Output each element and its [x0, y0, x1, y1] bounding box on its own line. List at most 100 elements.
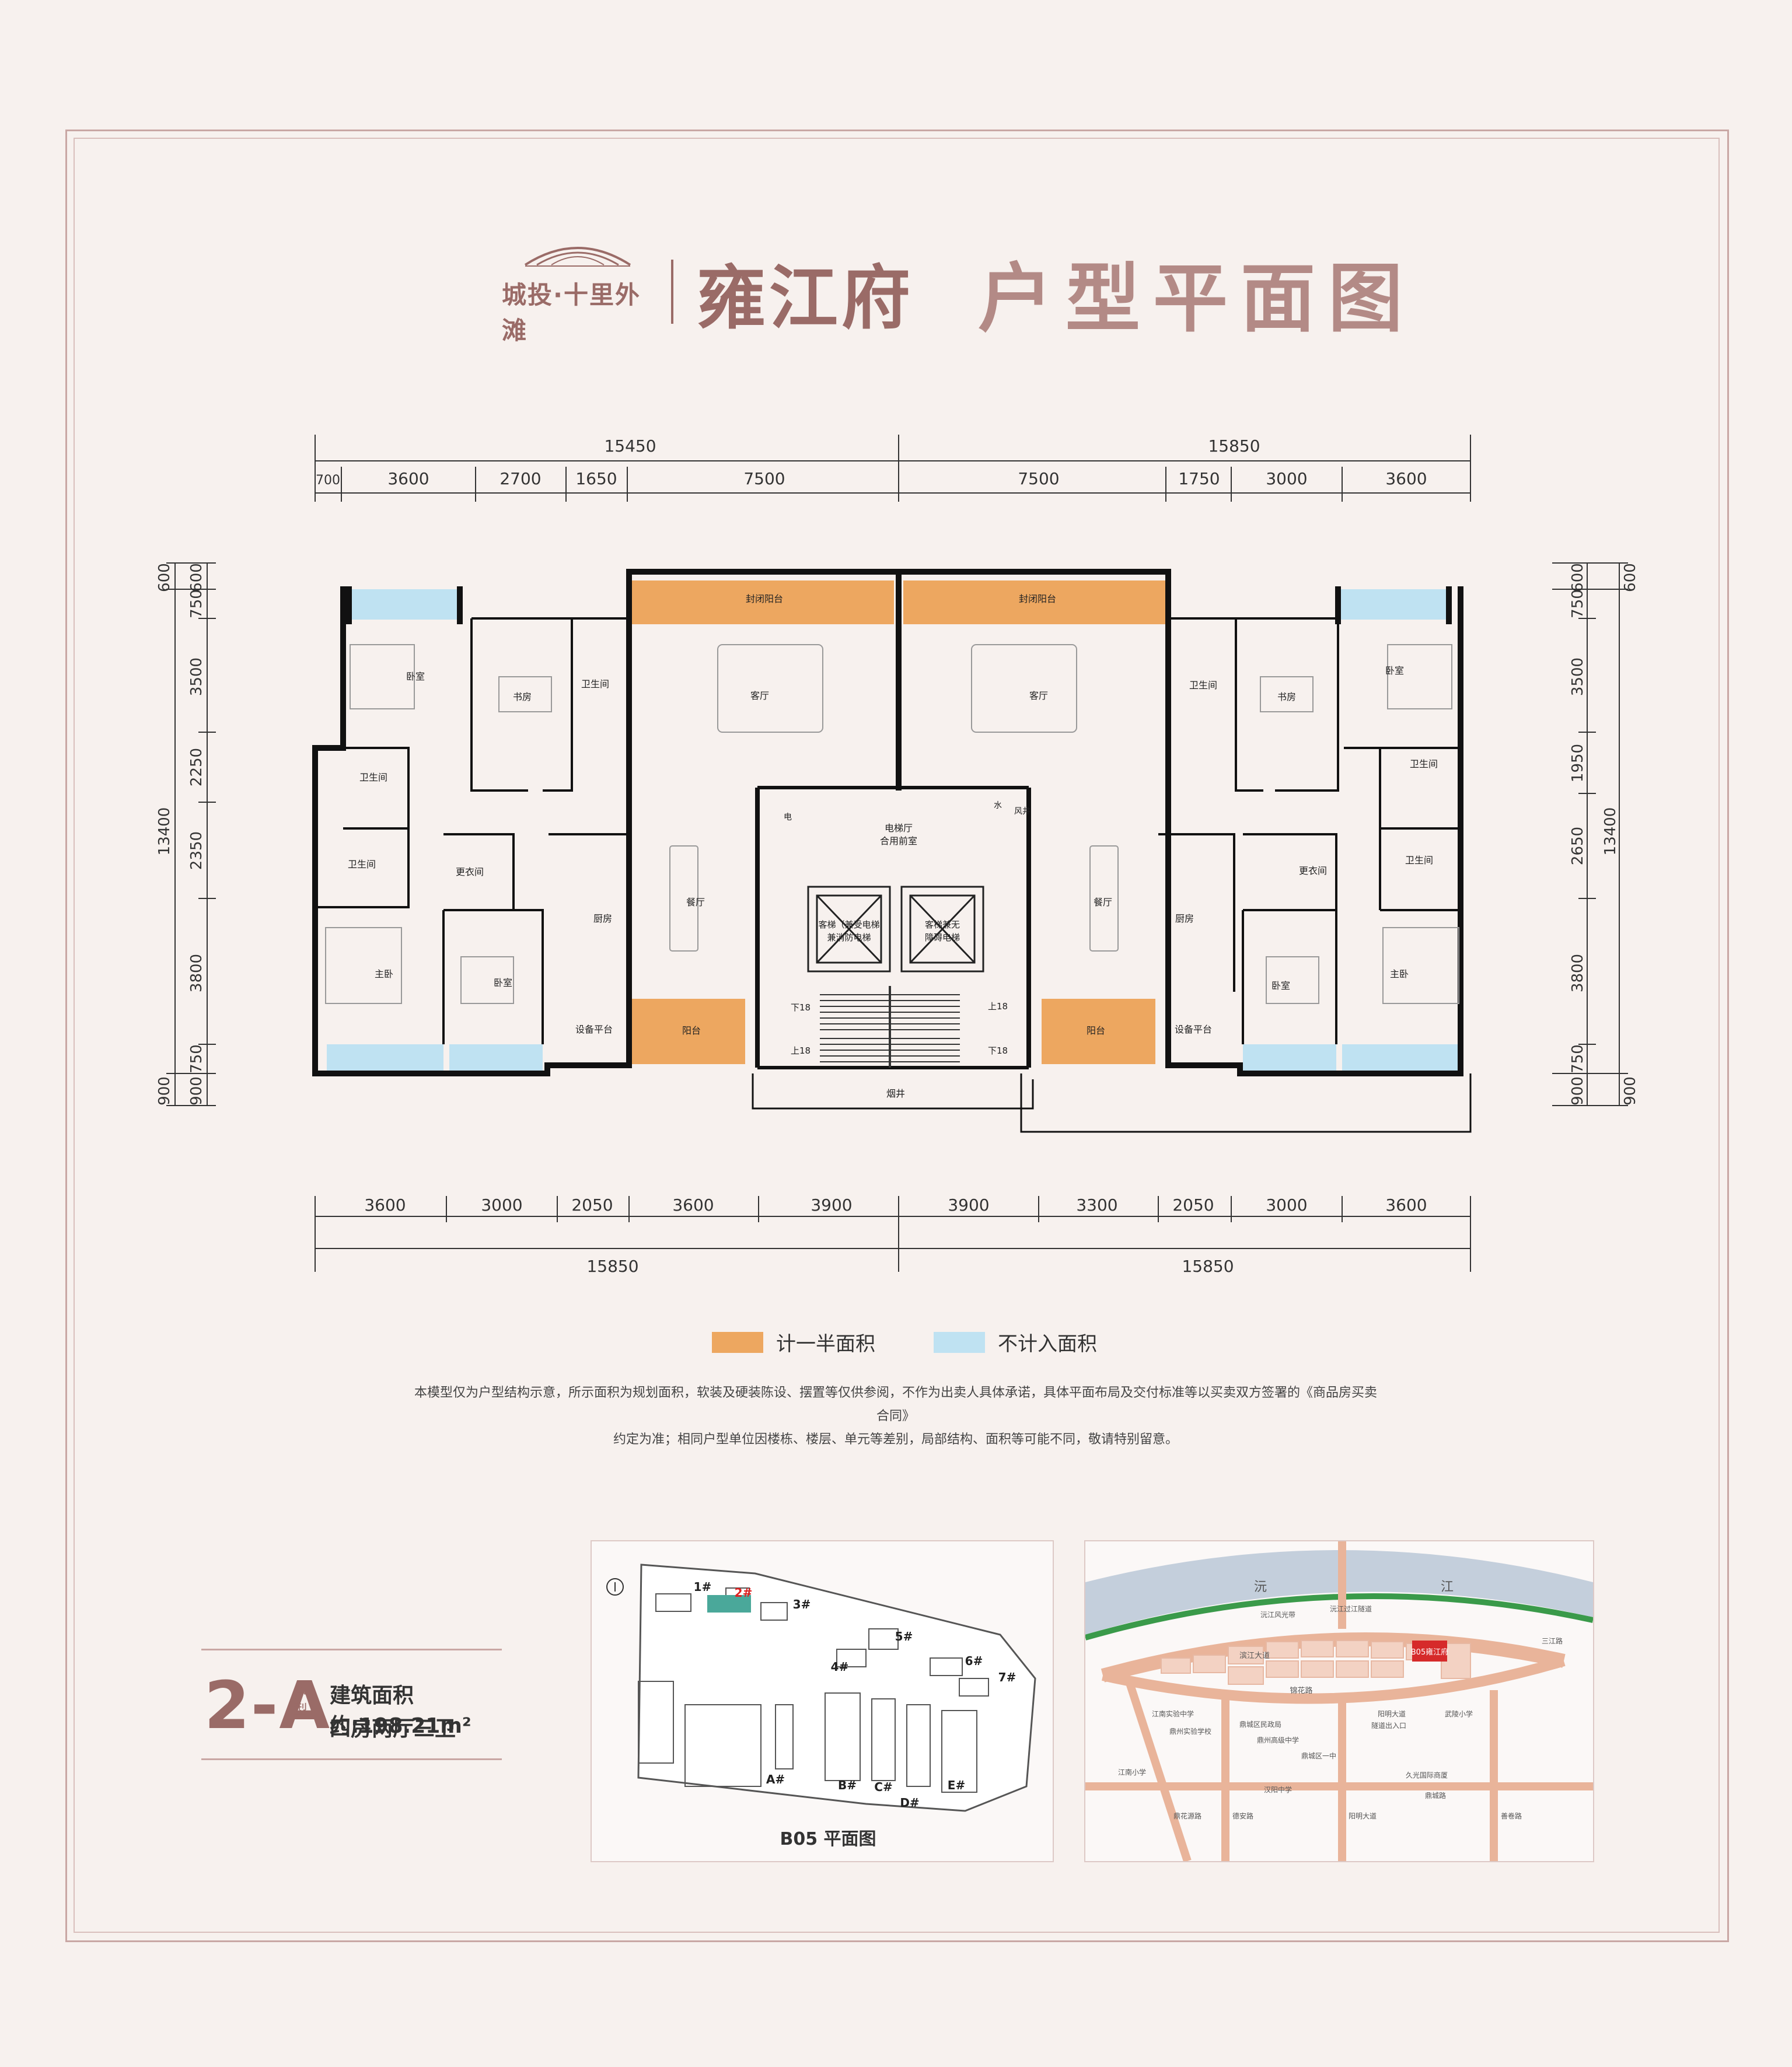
dim-right-inner: 600 [1569, 563, 1587, 592]
room-bedroom: 卧室 [1385, 665, 1404, 676]
dim-top-seg: 700 [316, 473, 340, 488]
location-map: B05雍江府 沅 江 沅江过江隧道 沅江风光带 滨江大道 锦花路 三江路 江南实… [1084, 1541, 1594, 1863]
building-label: 4# [831, 1660, 849, 1674]
room-lobby: 合用前室 [880, 835, 917, 847]
room-enclosed-balcony: 封闭阳台 [746, 593, 783, 604]
brand-logo: 城投·十里外滩 [502, 237, 654, 347]
city-roads [1085, 1541, 1593, 1863]
elevators [807, 886, 984, 973]
dim-top-seg: 3600 [1385, 469, 1427, 488]
building-label: 6# [965, 1654, 983, 1668]
river-label: 沅 [1254, 1580, 1267, 1594]
dim-top-total-right: 15850 [1208, 436, 1260, 456]
logo-arch-icon [524, 247, 631, 267]
dim-top-seg: 1750 [1178, 469, 1220, 488]
north-compass-icon [606, 1578, 624, 1596]
building-label: B# [838, 1778, 857, 1792]
dim-bottom-seg: 2050 [571, 1195, 613, 1215]
room-elec: 电 [784, 813, 792, 822]
dim-top-seg: 7500 [1018, 469, 1059, 488]
dim-bottom-seg: 3900 [948, 1195, 989, 1215]
room-study: 书房 [1277, 691, 1296, 702]
header-separator [671, 260, 673, 324]
road-label: 鼎城路 [1425, 1791, 1446, 1800]
dim-right-inner: 3500 [1569, 657, 1587, 696]
bridge-label: 沅江过江隧道 [1330, 1604, 1372, 1613]
room-living: 客厅 [750, 690, 769, 701]
right-dimensions [1552, 562, 1628, 1106]
room-closet: 更衣间 [456, 866, 484, 877]
room-balcony: 阳台 [1087, 1025, 1105, 1036]
dim-left-outer: 13400 [156, 807, 173, 856]
dim-bottom-seg: 3600 [1385, 1195, 1427, 1215]
site-plan: 1# 2# 3# 4# 5# 6# 7# A# B# C# D# E# B05 … [606, 1564, 1036, 1849]
project-marker [1412, 1641, 1447, 1662]
room-master: 主卧 [375, 968, 393, 980]
project-label: B05雍江府 [1411, 1648, 1448, 1657]
dim-left-inner: 3500 [188, 657, 205, 696]
poi-label: 鼎城区民政局 [1239, 1720, 1281, 1729]
dim-top-total-left: 15450 [604, 436, 656, 456]
legend-swatch-half [712, 1331, 763, 1353]
poi-label: 隧道出入口 [1371, 1721, 1406, 1730]
dim-top-seg: 7500 [743, 469, 785, 488]
room-kitchen: 厨房 [1175, 913, 1194, 924]
road-label: 三江路 [1542, 1636, 1563, 1645]
dim-bottom-seg: 3000 [1266, 1195, 1307, 1215]
legend-none-label: 不计入面积 [998, 1332, 1097, 1356]
road-label: 锦花路 [1290, 1686, 1312, 1695]
dim-left-outer: 600 [156, 563, 173, 592]
room-kitchen: 厨房 [593, 913, 612, 924]
room-equipment: 设备平台 [1175, 1024, 1212, 1035]
legend-swatch-none [934, 1331, 985, 1353]
room-bath: 卫生间 [1410, 758, 1438, 770]
building-label: 1# [694, 1580, 712, 1594]
logo-brand-text: 城投·十里外滩 [502, 281, 641, 345]
dim-left-inner: 750 [188, 589, 205, 618]
dim-right-inner: 750 [1569, 1044, 1587, 1073]
stair-label: 下18 [791, 1002, 811, 1013]
dim-right-outer: 600 [1622, 563, 1639, 592]
elevator-label: 客梯兼无 [925, 919, 960, 930]
building-label: 3# [793, 1597, 811, 1611]
poi-label: 武陵小学 [1445, 1709, 1473, 1718]
dim-top-seg: 3000 [1266, 469, 1307, 488]
room-bedroom: 卧室 [1271, 980, 1290, 991]
room-enclosed-balcony: 封闭阳台 [1019, 593, 1056, 604]
room-bath: 卫生间 [359, 772, 387, 783]
room-wind: 风井 [1014, 807, 1031, 816]
room-dining: 餐厅 [686, 897, 705, 908]
location-map-panel: B05雍江府 沅 江 沅江过江隧道 沅江风光带 滨江大道 锦花路 三江路 江南实… [1084, 1540, 1594, 1863]
poi-label: 久光国际商厦 [1406, 1771, 1448, 1779]
legend-half-label: 计一半面积 [776, 1332, 875, 1356]
room-equipment: 设备平台 [575, 1024, 613, 1035]
furniture [325, 644, 1459, 1004]
dim-left-inner: 750 [188, 1044, 205, 1073]
dim-left-inner: 900 [188, 1076, 205, 1106]
building-label: 7# [998, 1670, 1016, 1684]
room-living: 客厅 [1029, 690, 1048, 701]
room-water: 水 [994, 801, 1002, 810]
inner-frame [74, 138, 1720, 1933]
disclaimer-line: 本模型仅为户型结构示意，所示面积为规划面积，软装及硬装陈设、摆置等仅供参阅，不作… [414, 1386, 1377, 1424]
dim-left-inner: 3800 [188, 954, 205, 992]
floor-plan: 15450 15850 700 3600 2700 1650 7500 7500… [156, 435, 1639, 1276]
room-closet: 更衣间 [1299, 865, 1327, 876]
project-name: 雍江府 [697, 257, 914, 338]
room-bath: 卫生间 [348, 859, 376, 870]
disclaimer-line: 约定为准；相同户型单位因楼栋、楼层、单元等差别，局部结构、面积等可能不同，敬请特… [613, 1432, 1178, 1447]
room-lobby: 电梯厅 [885, 823, 913, 834]
stair-label: 下18 [988, 1045, 1008, 1056]
site-plan-panel: 1# 2# 3# 4# 5# 6# 7# A# B# C# D# E# B05 … [591, 1540, 1054, 1862]
unit-rooms: 四房两厅三卫 [330, 1717, 456, 1741]
building-label: E# [948, 1778, 965, 1792]
dim-right-inner: 1950 [1569, 744, 1587, 782]
poi-label: 鼎州高级中学 [1257, 1736, 1299, 1744]
top-dimensions [315, 435, 1471, 502]
road-label: 沅江风光带 [1260, 1611, 1295, 1619]
room-bath: 卫生间 [581, 678, 609, 690]
building-label: D# [900, 1796, 919, 1810]
legend: 计一半面积 不计入面积 [712, 1328, 1097, 1356]
dim-top-seg: 3600 [387, 469, 429, 488]
poi-label: 鼎州实验学校 [1169, 1727, 1211, 1736]
